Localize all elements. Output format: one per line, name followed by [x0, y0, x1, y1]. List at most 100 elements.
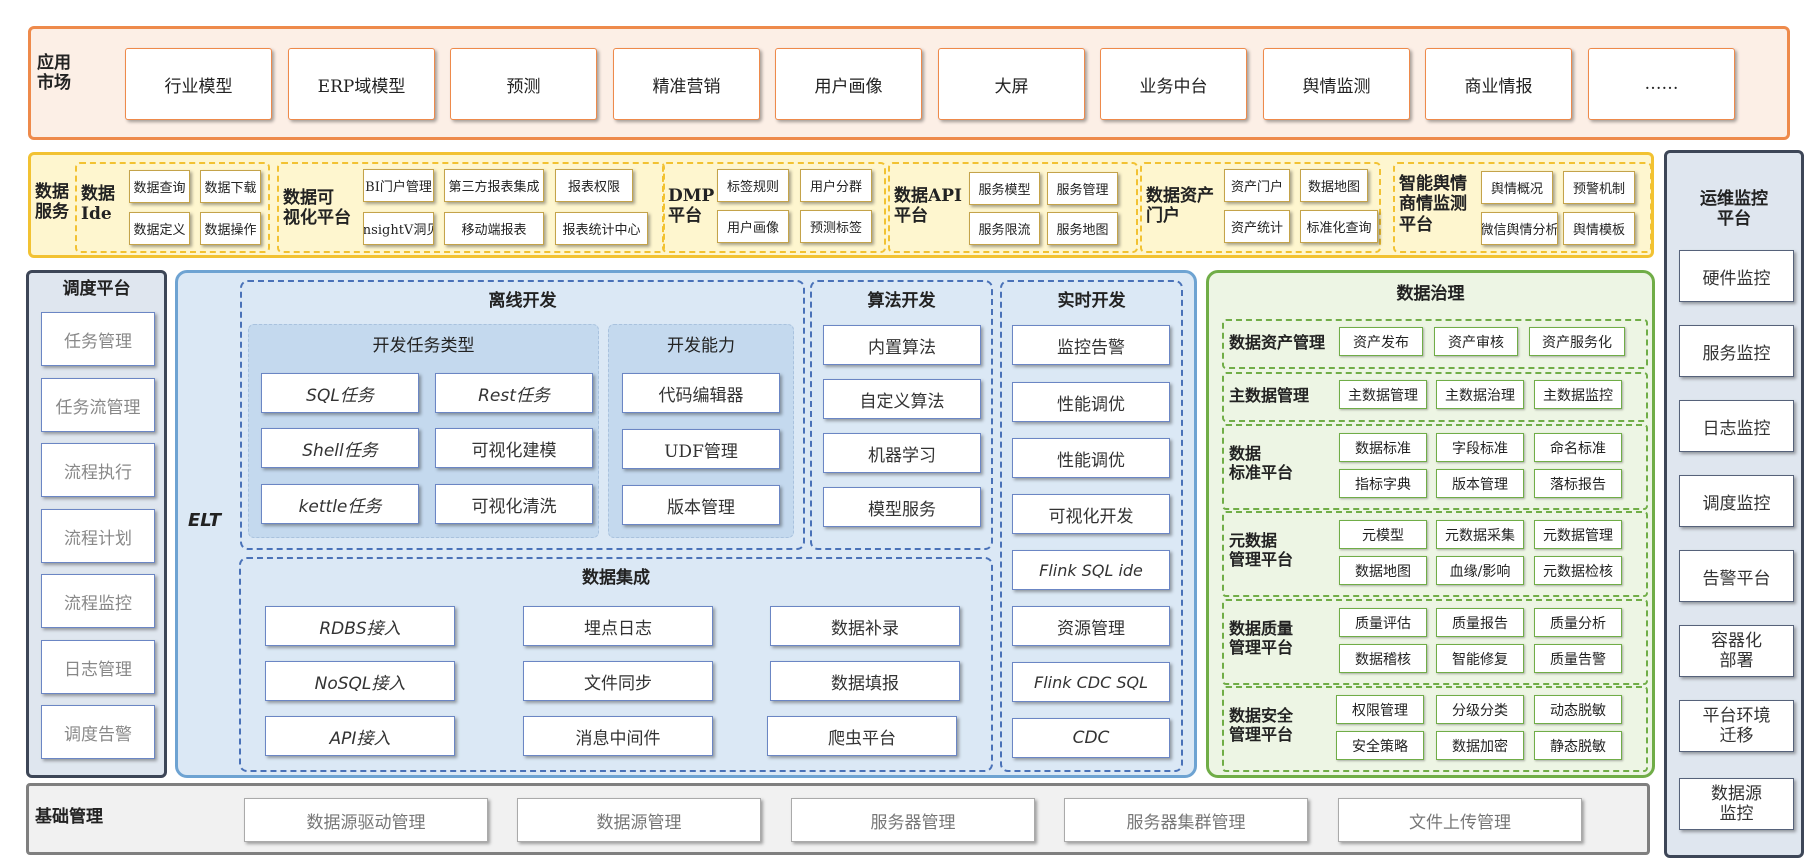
gov-std-metric-dict[interactable]: 指标字典 [1339, 469, 1427, 498]
svc-item-data-map[interactable]: 数据地图 [1300, 169, 1368, 202]
gov-quality-repair[interactable]: 智能修复 [1436, 644, 1524, 673]
int-nosql[interactable]: NoSQL接入 [265, 661, 455, 701]
svc-item-wechat-analysis[interactable]: 微信舆情分析 [1481, 212, 1558, 245]
gov-quality-alert[interactable]: 质量告警 [1534, 644, 1622, 673]
gov-std-data[interactable]: 数据标准 [1339, 433, 1427, 462]
gov-std-field[interactable]: 字段标准 [1436, 433, 1524, 462]
int-message-middleware[interactable]: 消息中间件 [523, 716, 713, 756]
sched-item-flow-plan[interactable]: 流程计划 [41, 509, 155, 563]
gov-master-manage[interactable]: 主数据管理 [1339, 380, 1427, 409]
svc-item-asset-portal[interactable]: 资产门户 [1224, 169, 1290, 202]
gov-asset-review[interactable]: 资产审核 [1434, 327, 1518, 356]
sched-item-flow-execute[interactable]: 流程执行 [41, 443, 155, 497]
base-item-file-upload[interactable]: 文件上传管理 [1338, 798, 1582, 842]
gov-sec-dynamic-mask[interactable]: 动态脱敏 [1534, 695, 1622, 724]
task-visual-cleaning[interactable]: 可视化清洗 [435, 484, 593, 524]
gov-sec-encrypt[interactable]: 数据加密 [1436, 731, 1524, 760]
app-item-sentiment-monitor[interactable]: 舆情监测 [1263, 48, 1410, 120]
svc-item-data-define[interactable]: 数据定义 [129, 212, 190, 245]
gov-meta-map[interactable]: 数据地图 [1339, 556, 1427, 585]
rt-perf-tune-1[interactable]: 性能调优 [1012, 382, 1170, 422]
base-item-driver-manage[interactable]: 数据源驱动管理 [244, 798, 488, 842]
app-item-business-middle[interactable]: 业务中台 [1100, 48, 1247, 120]
gov-asset-publish[interactable]: 资产发布 [1339, 327, 1423, 356]
svc-item-alert-mechanism[interactable]: 预警机制 [1563, 171, 1635, 204]
cap-version-manage[interactable]: 版本管理 [622, 485, 780, 525]
gov-master-govern[interactable]: 主数据治理 [1436, 380, 1524, 409]
rt-flink-sql-ide[interactable]: Flink SQL ide [1012, 550, 1170, 590]
sched-item-log-manage[interactable]: 日志管理 [41, 640, 155, 694]
svc-item-third-party-report[interactable]: 第三方报表集成 [444, 169, 544, 202]
algo-builtin[interactable]: 内置算法 [823, 325, 981, 365]
app-item-big-screen[interactable]: 大屏 [938, 48, 1085, 120]
sched-item-schedule-alert[interactable]: 调度告警 [41, 705, 155, 759]
cap-udf-manage[interactable]: UDF管理 [622, 429, 780, 469]
rt-cdc[interactable]: CDC [1012, 718, 1170, 758]
ops-item-datasource[interactable]: 数据源 监控 [1679, 778, 1794, 830]
int-file-sync[interactable]: 文件同步 [523, 661, 713, 701]
ops-item-container[interactable]: 容器化 部署 [1679, 625, 1794, 677]
int-crawler[interactable]: 爬虫平台 [767, 716, 957, 756]
ops-item-alert[interactable]: 告警平台 [1679, 550, 1794, 602]
ops-item-service[interactable]: 服务监控 [1679, 325, 1794, 377]
svc-item-data-operate[interactable]: 数据操作 [200, 212, 261, 245]
gov-meta-model[interactable]: 元模型 [1339, 520, 1427, 549]
svc-item-report-permission[interactable]: 报表权限 [555, 169, 633, 202]
app-item-business-intel[interactable]: 商业情报 [1425, 48, 1572, 120]
gov-quality-report[interactable]: 质量报告 [1436, 608, 1524, 637]
svc-item-user-segment[interactable]: 用户分群 [800, 169, 872, 202]
rt-perf-tune-2[interactable]: 性能调优 [1012, 438, 1170, 478]
gov-meta-lineage[interactable]: 血缘/影响 [1436, 556, 1524, 585]
algo-machine-learning[interactable]: 机器学习 [823, 433, 981, 473]
app-item-more[interactable]: …… [1588, 48, 1735, 120]
base-item-datasource-manage[interactable]: 数据源管理 [517, 798, 761, 842]
task-kettle[interactable]: kettle任务 [261, 484, 419, 524]
sched-item-flow-manage[interactable]: 任务流管理 [41, 378, 155, 432]
task-visual-modeling[interactable]: 可视化建模 [435, 428, 593, 468]
task-sql[interactable]: SQL任务 [261, 373, 419, 413]
cap-code-editor[interactable]: 代码编辑器 [622, 373, 780, 413]
svc-item-sentiment-template[interactable]: 舆情模板 [1563, 212, 1635, 245]
gov-std-report[interactable]: 落标报告 [1534, 469, 1622, 498]
app-item-forecast[interactable]: 预测 [450, 48, 597, 120]
svc-item-service-model[interactable]: 服务模型 [969, 172, 1040, 205]
base-item-cluster-manage[interactable]: 服务器集群管理 [1064, 798, 1308, 842]
app-item-industry-model[interactable]: 行业模型 [125, 48, 272, 120]
gov-quality-audit[interactable]: 数据稽核 [1339, 644, 1427, 673]
svc-item-asset-stats[interactable]: 资产统计 [1224, 210, 1290, 243]
svc-item-mobile-report[interactable]: 移动端报表 [444, 212, 544, 245]
rt-visual-dev[interactable]: 可视化开发 [1012, 494, 1170, 534]
app-item-user-profile[interactable]: 用户画像 [775, 48, 922, 120]
algo-custom[interactable]: 自定义算法 [823, 379, 981, 419]
svc-item-user-profile[interactable]: 用户画像 [717, 210, 789, 243]
gov-quality-analysis[interactable]: 质量分析 [1534, 608, 1622, 637]
gov-std-naming[interactable]: 命名标准 [1534, 433, 1622, 462]
gov-meta-collect[interactable]: 元数据采集 [1436, 520, 1524, 549]
rt-monitor-alert[interactable]: 监控告警 [1012, 325, 1170, 365]
task-rest[interactable]: Rest任务 [435, 373, 593, 413]
svc-item-rate-limit[interactable]: 服务限流 [969, 212, 1040, 245]
gov-sec-static-mask[interactable]: 静态脱敏 [1534, 731, 1622, 760]
int-tracking-log[interactable]: 埋点日志 [523, 606, 713, 646]
sched-item-flow-monitor[interactable]: 流程监控 [41, 574, 155, 628]
gov-meta-manage[interactable]: 元数据管理 [1534, 520, 1622, 549]
ops-item-migration[interactable]: 平台环境 迁移 [1679, 700, 1794, 752]
base-item-server-manage[interactable]: 服务器管理 [791, 798, 1035, 842]
rt-flink-cdc-sql[interactable]: Flink CDC SQL [1012, 662, 1170, 702]
ops-item-hardware[interactable]: 硬件监控 [1679, 250, 1794, 302]
gov-std-version[interactable]: 版本管理 [1436, 469, 1524, 498]
svc-item-insightv[interactable]: InsightV洞见 [363, 212, 434, 245]
int-api[interactable]: API接入 [265, 716, 455, 756]
svc-item-sentiment-overview[interactable]: 舆情概况 [1481, 171, 1553, 204]
algo-model-service[interactable]: 模型服务 [823, 487, 981, 527]
svc-item-service-map[interactable]: 服务地图 [1047, 212, 1118, 245]
gov-master-monitor[interactable]: 主数据监控 [1534, 380, 1622, 409]
gov-quality-assess[interactable]: 质量评估 [1339, 608, 1427, 637]
gov-meta-check[interactable]: 元数据检核 [1534, 556, 1622, 585]
svc-item-standard-query[interactable]: 标准化查询 [1300, 210, 1378, 243]
svc-item-predict-tag[interactable]: 预测标签 [800, 210, 872, 243]
gov-sec-permission[interactable]: 权限管理 [1336, 695, 1424, 724]
gov-asset-servitize[interactable]: 资产服务化 [1529, 327, 1625, 356]
int-data-supplement[interactable]: 数据补录 [770, 606, 960, 646]
gov-sec-classify[interactable]: 分级分类 [1436, 695, 1524, 724]
